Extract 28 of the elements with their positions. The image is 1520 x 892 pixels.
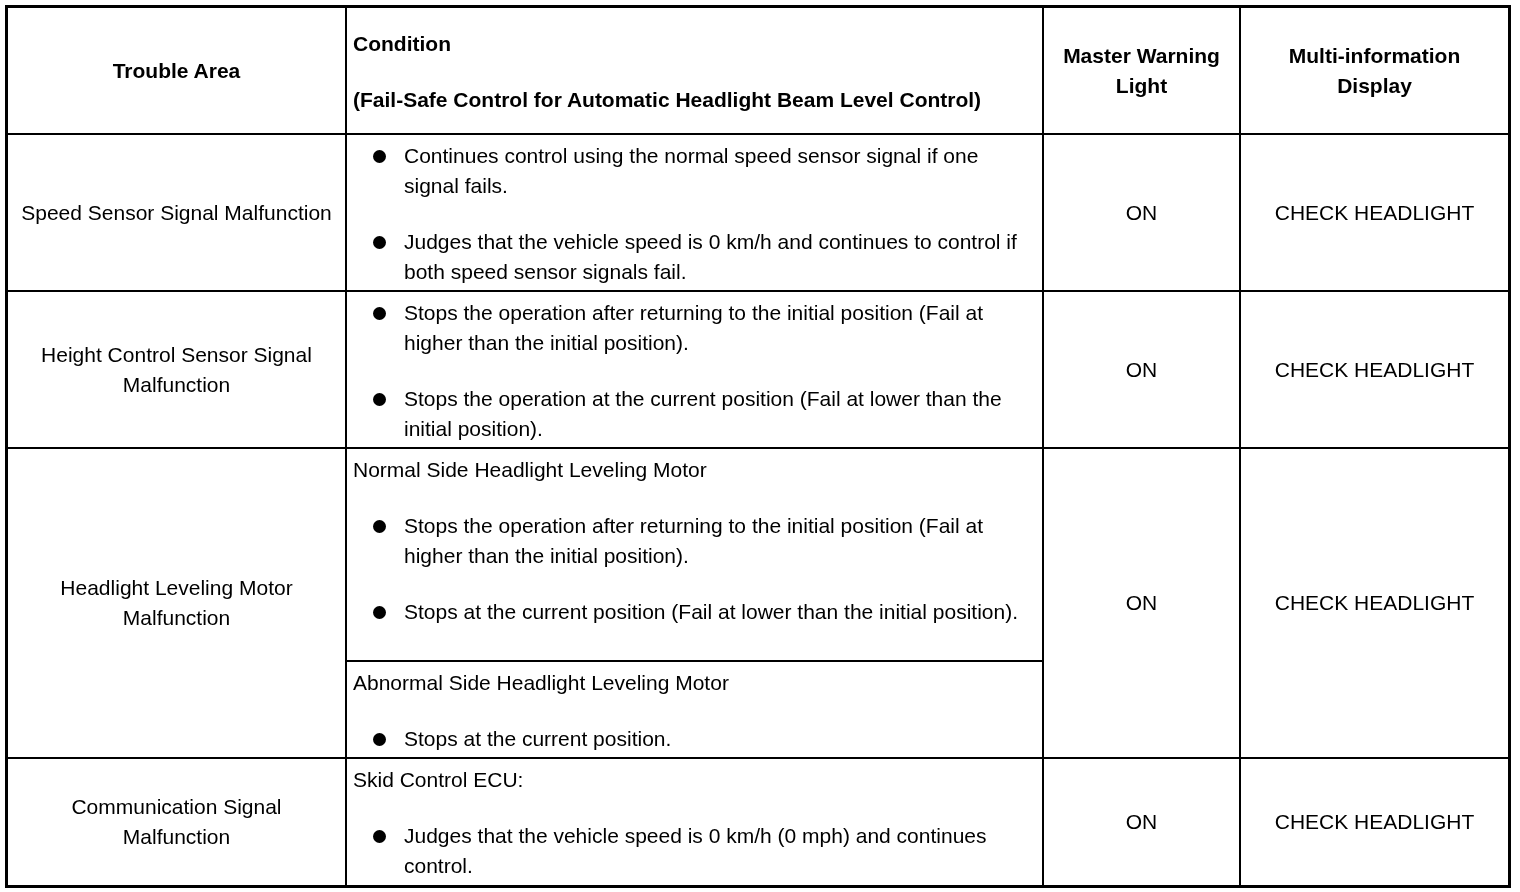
cell-text: CHECK HEADLIGHT: [1274, 356, 1475, 383]
column-heading: (Fail-Safe Control for Automatic Headlight Beam Level Control): [353, 86, 983, 113]
bullet-text: Judges that the vehicle speed is 0 km/h (0 mph) and continues control.: [404, 823, 988, 879]
column-heading: Trouble Area: [112, 57, 241, 84]
bullet-text: Continues control using the normal speed sensor signal if one signal fails.: [404, 142, 980, 199]
cell-text: CHECK HEADLIGHT: [1274, 809, 1475, 835]
cell-text: Abnormal Side Headlight Leveling Motor: [353, 670, 730, 696]
bullet-text: Stops at the current position.: [404, 726, 672, 752]
cell-text: Skid Control ECU:: [353, 767, 525, 793]
cell-text: CHECK HEADLIGHT: [1274, 590, 1475, 616]
column-heading: Master Warning Light: [1062, 42, 1221, 99]
cell-text: CHECK HEADLIGHT: [1274, 199, 1475, 226]
cell-text: Communication Signal Malfunction: [70, 794, 283, 850]
cell-text: ON: [1125, 590, 1158, 616]
cell-text: ON: [1125, 356, 1158, 383]
column-heading: Condition: [353, 30, 452, 57]
cell-text: Headlight Leveling Motor Malfunction: [59, 575, 294, 631]
cell-text: ON: [1125, 809, 1158, 835]
cell-text: Height Control Sensor Signal Malfunction: [40, 341, 313, 398]
bullet-text: Judges that the vehicle speed is 0 km/h and continues to control if both speed sensor signals fail.: [404, 228, 1018, 285]
bullet-text: Stops the operation at the current position (Fail at lower than the initial position).: [404, 385, 1003, 442]
cell-text: Normal Side Headlight Leveling Motor: [353, 457, 708, 483]
bullet-text: Stops the operation after returning to the initial position (Fail at higher than the initial position).: [404, 513, 984, 569]
bullet-text: Stops at the current position (Fail at lower than the initial position).: [404, 599, 1018, 625]
cell-text: ON: [1125, 199, 1158, 226]
cell-text: Speed Sensor Signal Malfunction: [21, 199, 332, 226]
column-heading: Multi-information Display: [1287, 42, 1462, 99]
bullet-text: Stops the operation after returning to the initial position (Fail at higher than the initial position).: [404, 299, 984, 356]
